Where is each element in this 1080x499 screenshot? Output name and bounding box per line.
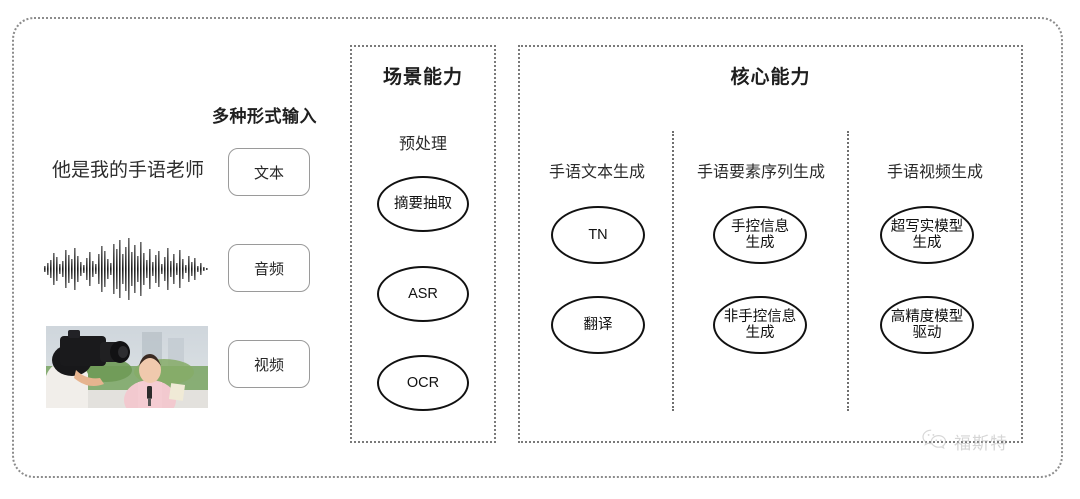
node-high-precision-model-driving[interactable]: 高精度模型 驱动 — [880, 296, 974, 354]
core-column-label-sign-element-sequence-generation: 手语要素序列生成 — [696, 164, 825, 181]
node-ocr[interactable]: OCR — [377, 355, 469, 411]
core-column-label-sign-text-generation: 手语文本生成 — [548, 164, 645, 181]
modality-pill-audio[interactable]: 音频 — [228, 244, 310, 292]
video-thumbnail-image — [46, 326, 208, 408]
watermark-text: 福斯特 — [954, 434, 1008, 453]
modality-pill-text[interactable]: 文本 — [228, 148, 310, 196]
scene-column-label-preprocess: 预处理 — [398, 136, 447, 153]
modality-pill-video[interactable]: 视频 — [228, 340, 310, 388]
node-tn[interactable]: TN — [551, 206, 645, 264]
watermark: 福斯特 — [922, 428, 1008, 455]
core-capability-title: 核心能力 — [730, 67, 811, 88]
node-manual-signal-generation[interactable]: 手控信息 生成 — [713, 206, 807, 264]
outer-dotted-frame — [12, 17, 1063, 478]
node-hyper-realistic-model-generation[interactable]: 超写实模型 生成 — [880, 206, 974, 264]
sample-sentence-text: 他是我的手语老师 — [51, 160, 204, 181]
node-summary-extraction[interactable]: 摘要抽取 — [377, 176, 469, 232]
core-column-divider-1 — [672, 131, 674, 411]
scene-capability-title: 场景能力 — [382, 67, 463, 88]
node-translation[interactable]: 翻译 — [551, 296, 645, 354]
core-column-divider-2 — [847, 131, 849, 411]
core-capability-frame — [518, 45, 1023, 443]
core-column-label-sign-video-generation: 手语视频生成 — [886, 164, 983, 181]
scene-capability-frame — [350, 45, 496, 443]
audio-waveform-icon — [42, 236, 210, 302]
node-non-manual-signal-generation[interactable]: 非手控信息 生成 — [713, 296, 807, 354]
wechat-logo-icon — [922, 428, 948, 455]
node-asr[interactable]: ASR — [377, 266, 469, 322]
input-panel-caption: 多种形式输入 — [212, 107, 317, 126]
